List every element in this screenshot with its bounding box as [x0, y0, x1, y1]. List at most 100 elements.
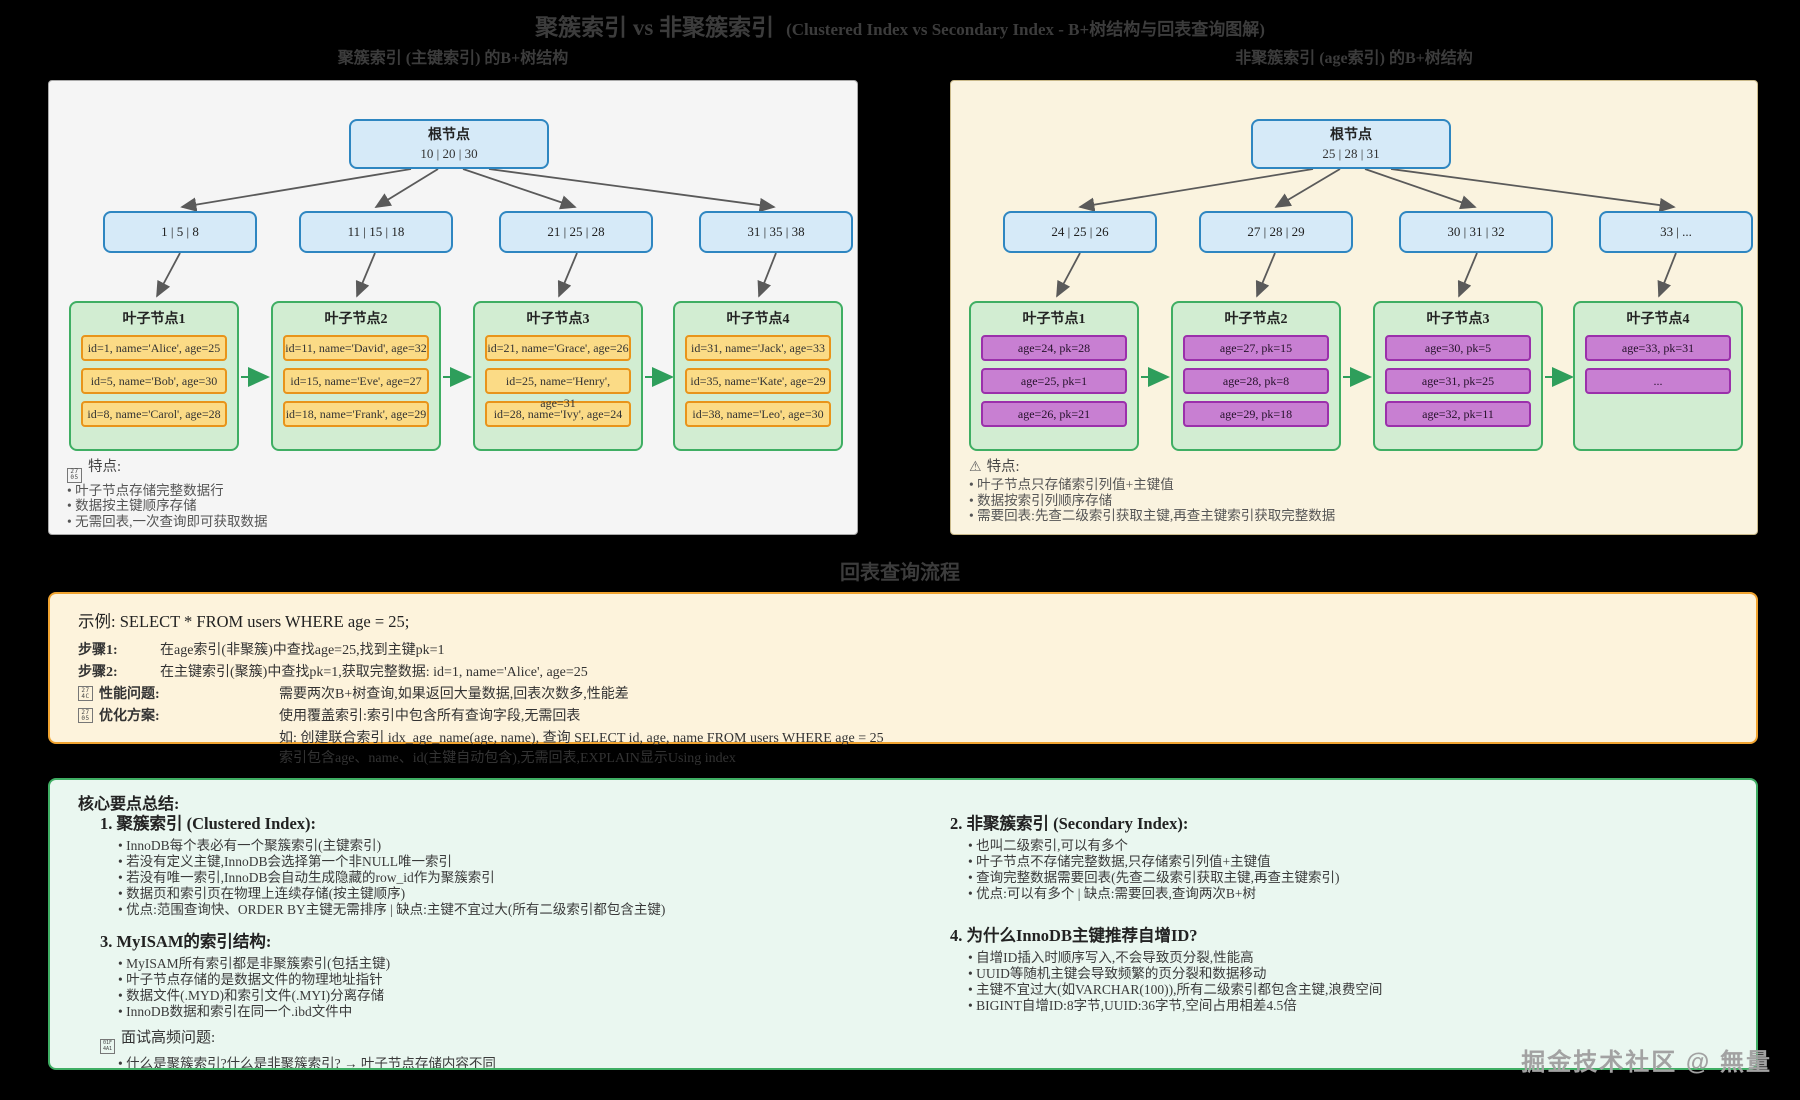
summary-right-column: 2. 非聚簇索引 (Secondary Index): • 也叫二级索引,可以有…: [950, 814, 1750, 1028]
clustered-index-section: 1. 聚簇索引 (Clustered Index): • InnoDB每个表必有…: [100, 814, 900, 918]
summary-bullet: • 查询完整数据需要回表(先查二级索引获取主键,再查主键索引): [968, 870, 1340, 885]
internal-node: 11 | 15 | 18: [299, 211, 453, 253]
summary-bullet: • InnoDB每个表必有一个聚簇索引(主键索引): [118, 838, 382, 853]
note-bullet: • 需要回表:先查二级索引获取主键,再查主键索引获取完整数据: [969, 508, 1336, 523]
leaf-node: 叶子节点4 age=33, pk=31 ...: [1573, 301, 1743, 451]
sql-example-line: 示例: SELECT * FROM users WHERE age = 25;: [78, 612, 410, 631]
leaf-node-label: 叶子节点2: [324, 312, 388, 327]
data-record: id=28, name='Ivy', age=24: [485, 401, 631, 427]
summary-title: 核心要点总结:: [78, 796, 180, 813]
leaf-node: 叶子节点2 age=27, pk=15 age=28, pk=8 age=29,…: [1171, 301, 1341, 451]
summary-bullet: • 数据文件(.MYD)和索引文件(.MYI)分离存储: [118, 988, 385, 1003]
summary-bullet: • 优点:范围查询快、ORDER BY主键无需排序 | 缺点:主键不宜过大(所有…: [118, 902, 666, 917]
internal-node: 31 | 35 | 38: [699, 211, 853, 253]
summary-bullet: • 自增ID插入时顺序写入,不会导致页分裂,性能高: [968, 950, 1254, 965]
section-heading: 4. 为什么InnoDB主键推荐自增ID?: [950, 926, 1198, 945]
step-2-row: 步骤2: 在主键索引(聚簇)中查找pk=1,获取完整数据: id=1, name…: [78, 664, 1728, 682]
internal-node: 21 | 25 | 28: [499, 211, 653, 253]
summary-bullet: • UUID等随机主键会导致频繁的页分裂和数据移动: [968, 966, 1267, 981]
index-record: age=24, pk=28: [981, 335, 1127, 361]
leaf-node: 叶子节点4 id=31, name='Jack', age=33 id=35, …: [673, 301, 843, 451]
clustered-index-panel: 根节点 10 | 20 | 30 1 | 5 | 8 11 | 15 | 18 …: [48, 80, 858, 535]
section-heading: 2. 非聚簇索引 (Secondary Index):: [950, 814, 1189, 833]
internal-node: 24 | 25 | 26: [1003, 211, 1157, 253]
leaf-node-label: 叶子节点4: [1626, 312, 1690, 327]
leaf-node: 叶子节点1 id=1, name='Alice', age=25 id=5, n…: [69, 301, 239, 451]
secondary-index-section: 2. 非聚簇索引 (Secondary Index): • 也叫二级索引,可以有…: [950, 814, 1750, 902]
secondary-panel-title: 非聚簇索引 (age索引) 的B+树结构: [1235, 50, 1473, 67]
performance-issue-label: 性能问题:: [99, 687, 160, 702]
step-1-text: 在age索引(非聚簇)中查找age=25,找到主键pk=1: [160, 643, 445, 658]
leaf-node-label: 叶子节点1: [1022, 312, 1086, 327]
summary-bullet: • 也叫二级索引,可以有多个: [968, 838, 1128, 853]
index-record: age=29, pk=18: [1183, 401, 1329, 427]
summary-bullet: • 叶子节点不存储完整数据,只存储索引列值+主键值: [968, 854, 1271, 869]
page-title: 聚簇索引 vs 非聚簇索引 (Clustered Index vs Second…: [0, 8, 1800, 42]
summary-bullet: • 叶子节点存储的是数据文件的物理地址指针: [118, 972, 383, 987]
index-record: age=32, pk=11: [1385, 401, 1531, 427]
page-title-main: 聚簇索引 vs 非聚簇索引: [535, 15, 775, 40]
note-bullet: • 数据按主键顺序存储: [67, 498, 197, 513]
section-heading: 3. MyISAM的索引结构:: [100, 932, 272, 951]
note-bullet: • 无需回表,一次查询即可获取数据: [67, 513, 268, 529]
internal-node: 30 | 31 | 32: [1399, 211, 1553, 253]
internal-node: 27 | 28 | 29: [1199, 211, 1353, 253]
root-node-keys: 25 | 28 | 31: [1322, 145, 1380, 161]
root-node-keys: 10 | 20 | 30: [420, 145, 478, 161]
leaf-node: 叶子节点3 id=21, name='Grace', age=26 id=25,…: [473, 301, 643, 451]
summary-bullet: • 优点:可以有多个 | 缺点:需要回表,查询两次B+树: [968, 886, 1257, 901]
secondary-notes: ⚠特点: • 叶子节点只存储索引列值+主键值 • 数据按索引列顺序存储 • 需要…: [969, 457, 1335, 524]
data-record: id=11, name='David', age=32: [283, 335, 429, 361]
data-record: id=5, name='Bob', age=30: [81, 368, 227, 394]
index-record: age=30, pk=5: [1385, 335, 1531, 361]
leaf-node-label: 叶子节点1: [122, 312, 186, 327]
summary-left-column: 1. 聚簇索引 (Clustered Index): • InnoDB每个表必有…: [100, 814, 900, 1070]
leaf-node-label: 叶子节点3: [526, 312, 590, 327]
leaf-node: 叶子节点3 age=30, pk=5 age=31, pk=25 age=32,…: [1373, 301, 1543, 451]
step-1-row: 步骤1: 在age索引(非聚簇)中查找age=25,找到主键pk=1: [78, 642, 1728, 660]
root-node-label: 根节点: [1330, 127, 1372, 143]
data-record: id=8, name='Carol', age=28: [81, 401, 227, 427]
optimization-detail-line: 索引包含age、name、id(主键自动包含),无需回表,EXPLAIN显示Us…: [279, 751, 736, 766]
myisam-section: 3. MyISAM的索引结构: • MyISAM所有索引都是非聚簇索引(包括主键…: [100, 932, 900, 1020]
tree-root-node: 根节点 10 | 20 | 30: [349, 119, 549, 169]
note-bullet: • 数据按索引列顺序存储: [969, 492, 1113, 508]
leaf-node-label: 叶子节点4: [726, 312, 790, 327]
leaf-node: 叶子节点1 age=24, pk=28 age=25, pk=1 age=26,…: [969, 301, 1139, 451]
secondary-index-panel: 根节点 25 | 28 | 31 24 | 25 | 26 27 | 28 | …: [950, 80, 1758, 535]
root-node-label: 根节点: [428, 127, 470, 143]
leaf-node-label: 叶子节点3: [1426, 312, 1490, 327]
summary-bullet: • 什么是聚簇索引?什么是非聚簇索引? → 叶子节点存储内容不同: [118, 1055, 496, 1070]
data-record: id=18, name='Frank', age=29: [283, 401, 429, 427]
note-bullet: • 叶子节点只存储索引列值+主键值: [969, 477, 1174, 492]
data-record: id=31, name='Jack', age=33: [685, 335, 831, 361]
index-record: age=25, pk=1: [981, 368, 1127, 394]
data-record: id=38, name='Leo', age=30: [685, 401, 831, 427]
index-record: age=27, pk=15: [1183, 335, 1329, 361]
step-2-label: 步骤2:: [78, 665, 118, 680]
leaf-node: 叶子节点2 id=11, name='David', age=32 id=15,…: [271, 301, 441, 451]
note-bullet: • 叶子节点存储完整数据行: [67, 482, 224, 498]
back-to-table-section-title: 回表查询流程: [840, 562, 960, 584]
internal-node: 33 | ...: [1599, 211, 1753, 253]
summary-bullet: • 数据页和索引页在物理上连续存储(按主键顺序): [118, 886, 406, 901]
clustered-panel-title: 聚簇索引 (主键索引) 的B+树结构: [337, 50, 569, 67]
optimization-label: 优化方案:: [99, 709, 160, 724]
summary-bullet: • 主键不宜过大(如VARCHAR(100)),所有二级索引都包含主键,浪费空间: [968, 982, 1383, 997]
index-record: age=33, pk=31: [1585, 335, 1731, 361]
summary-bullet: • MyISAM所有索引都是非聚簇索引(包括主键): [118, 956, 391, 971]
optimization-detail-line: 如: 创建联合索引 idx_age_name(age, name), 查询 SE…: [279, 731, 884, 746]
summary-bullet: • InnoDB数据和索引在同一个.ibd文件中: [118, 1004, 353, 1019]
performance-issue-text: 需要两次B+树查询,如果返回大量数据,回表次数多,性能差: [279, 687, 629, 702]
warning-icon: ⚠: [969, 459, 982, 475]
section-heading: 1. 聚簇索引 (Clustered Index):: [100, 814, 317, 833]
key-points-summary-box: 核心要点总结: 1. 聚簇索引 (Clustered Index): • Inn…: [48, 778, 1758, 1070]
leaf-node-label: 叶子节点2: [1224, 312, 1288, 327]
data-record: id=35, name='Kate', age=29: [685, 368, 831, 394]
